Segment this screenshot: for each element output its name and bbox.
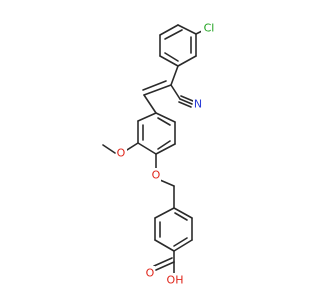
- benzoic-ring: [154, 207, 193, 252]
- ether-oxygen-atom: O: [152, 169, 161, 182]
- hydroxyl-group: OH: [167, 274, 184, 287]
- bond-ring-o-methoxy: [126, 142, 139, 151]
- molecule-structure: Cl N O O O OH: [102, 21, 215, 287]
- bond-triple-3: [178, 101, 192, 108]
- central-ring: [137, 112, 176, 155]
- bond-triple-2: [180, 95, 194, 102]
- bond-vinyl-double-b: [142, 80, 167, 91]
- bond-triple-1: [179, 98, 193, 105]
- bond-o-methyl: [102, 144, 116, 154]
- bond-vinyl-double-a: [143, 84, 172, 96]
- nitrogen-atom: N: [194, 98, 202, 111]
- bond-vinyl-ring: [143, 94, 157, 114]
- carbonyl-oxygen-atom: O: [146, 267, 155, 280]
- bond-c-double-o-a: [155, 261, 175, 271]
- bond-o-ch2: [159, 179, 175, 187]
- bond-ring-vinyl: [170, 65, 179, 86]
- bond-c-nitrile: [170, 84, 181, 100]
- bond-c-double-o-b: [153, 257, 173, 267]
- chlorine-atom: Cl: [204, 22, 215, 35]
- methoxy-oxygen-atom: O: [117, 147, 126, 160]
- chlorophenyl-ring: [159, 24, 197, 67]
